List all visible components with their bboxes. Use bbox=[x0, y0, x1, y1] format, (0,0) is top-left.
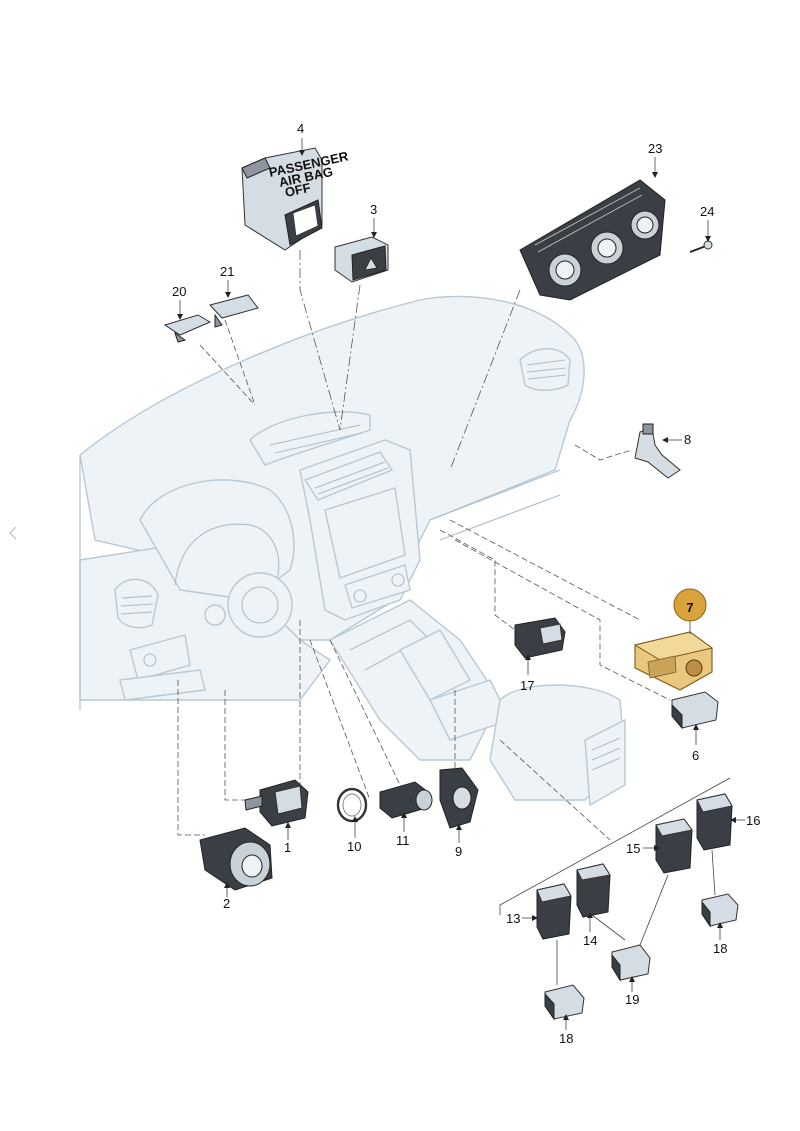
part-14-button bbox=[576, 863, 611, 918]
label-18-right: 18 bbox=[713, 941, 727, 956]
part-1-light-switch bbox=[244, 779, 309, 827]
label-11: 11 bbox=[396, 833, 410, 848]
label-10: 10 bbox=[347, 839, 361, 854]
label-17: 17 bbox=[520, 678, 534, 693]
dashboard-outline bbox=[79, 295, 626, 807]
part-13-button bbox=[536, 883, 572, 940]
part-4-airbag-switch: PASSENGER AIR BAG OFF bbox=[241, 147, 350, 251]
part-3-hazard-switch bbox=[334, 236, 389, 283]
label-8: 8 bbox=[684, 432, 691, 447]
part-18-blank-right bbox=[701, 893, 739, 928]
part-19-blank bbox=[611, 944, 651, 982]
callout-leaders bbox=[177, 138, 745, 1030]
part-23-climate-control bbox=[519, 179, 666, 301]
part-9-trim bbox=[439, 767, 479, 829]
label-6: 6 bbox=[692, 748, 699, 763]
part-17-switch bbox=[514, 617, 566, 659]
label-2: 2 bbox=[223, 896, 230, 911]
chevron-left-icon[interactable] bbox=[9, 526, 17, 540]
label-3: 3 bbox=[370, 202, 377, 217]
badge-7: 7 bbox=[673, 588, 707, 622]
leader-lines bbox=[177, 250, 731, 985]
part-11-ignition bbox=[379, 781, 433, 819]
label-24: 24 bbox=[700, 204, 714, 219]
part-18-blank-bottom bbox=[544, 984, 585, 1021]
part-15-button bbox=[655, 818, 693, 874]
label-14: 14 bbox=[583, 933, 597, 948]
label-19: 19 bbox=[625, 992, 639, 1007]
label-23: 23 bbox=[648, 141, 662, 156]
label-18-bottom: 18 bbox=[559, 1031, 573, 1046]
part-8-sensor bbox=[634, 423, 681, 479]
part-24-screw bbox=[689, 240, 713, 253]
part-16-button bbox=[696, 793, 733, 851]
part-10-ring bbox=[336, 787, 368, 823]
label-21: 21 bbox=[220, 264, 234, 279]
part-6-cover bbox=[671, 691, 719, 730]
label-15: 15 bbox=[626, 841, 640, 856]
part-20-cover bbox=[163, 314, 212, 343]
label-7: 7 bbox=[686, 600, 693, 615]
label-9: 9 bbox=[455, 844, 462, 859]
label-4: 4 bbox=[297, 121, 304, 136]
part-21-cover bbox=[209, 294, 259, 328]
label-1: 1 bbox=[284, 840, 291, 855]
label-16: 16 bbox=[746, 813, 760, 828]
part-2-rotary-switch bbox=[199, 827, 273, 891]
label-13: 13 bbox=[506, 911, 520, 926]
part-labels: 4 3 20 21 23 24 8 7 17 6 1 2 10 11 9 16 … bbox=[172, 121, 760, 1046]
switch4-text-line3: OFF bbox=[284, 180, 313, 200]
part-7-highlighted-unit bbox=[633, 631, 714, 691]
label-20: 20 bbox=[172, 284, 186, 299]
